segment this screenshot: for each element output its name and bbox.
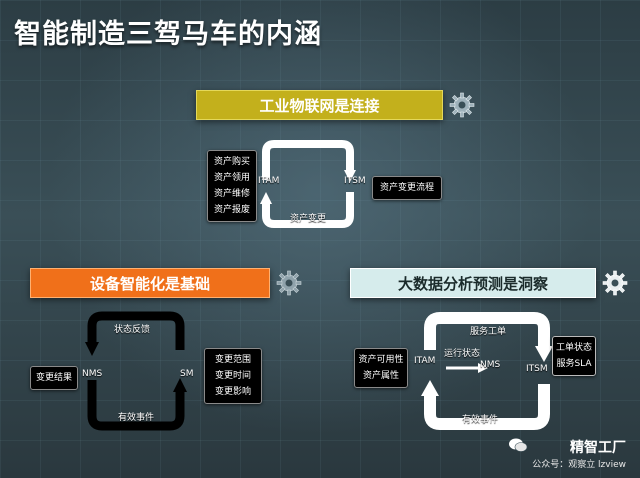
change-result-box: 变更结果: [30, 366, 78, 390]
asset-attr-box: 资产可用性 资产属性: [354, 348, 408, 388]
asset-repair: 资产维修: [213, 189, 250, 199]
status-feedback-label: 状态反馈: [114, 325, 151, 335]
asset-lifecycle-box: 资产购买 资产领用 资产维修 资产报废: [207, 150, 257, 222]
device-events-label: 有效事件: [118, 413, 155, 423]
iot-banner: 工业物联网是连接: [196, 90, 443, 120]
device-banner: 设备智能化是基础: [30, 268, 270, 298]
asset-scrap: 资产报废: [213, 205, 250, 215]
asset-buy: 资产购买: [213, 157, 250, 167]
device-sm-label: SM: [180, 369, 194, 379]
data-itsm-label: ITSM: [526, 364, 548, 374]
iot-itsm-label: ITSM: [344, 176, 366, 186]
data-banner: 大数据分析预测是洞察: [350, 268, 596, 298]
iot-itam-label: ITAM: [258, 176, 280, 186]
asset-change-label: 资产变更: [290, 214, 327, 224]
watermark-name: 精智工厂: [570, 440, 626, 456]
wechat-icon: [509, 438, 528, 452]
asset-receive: 资产领用: [213, 173, 250, 183]
watermark: 精智工厂 公众号：观察立 lzview: [509, 437, 626, 470]
page-title: 智能制造三驾马车的内涵: [14, 19, 322, 50]
change-scope-box: 变更范围 变更时间 变更影响: [204, 348, 262, 404]
iot-cycle-arrows: [260, 140, 356, 228]
data-cycle-arrows: [421, 312, 553, 430]
service-ticket-label: 服务工单: [470, 327, 507, 337]
data-nms-label: NMS: [480, 360, 501, 370]
gear-icon: [602, 270, 628, 296]
gear-icon: [276, 270, 302, 296]
asset-change-flow-box: 资产变更流程: [372, 176, 442, 200]
device-cycle-arrows: [85, 311, 187, 431]
gear-icon: [449, 92, 475, 118]
data-events-label: 有效事件: [462, 415, 499, 425]
data-itam-label: ITAM: [414, 356, 436, 366]
device-nms-label: NMS: [82, 369, 103, 379]
ticket-status-box: 工单状态 服务SLA: [552, 336, 596, 376]
watermark-sub: 公众号：观察立 lzview: [532, 460, 626, 470]
running-status-label: 运行状态: [444, 349, 481, 359]
